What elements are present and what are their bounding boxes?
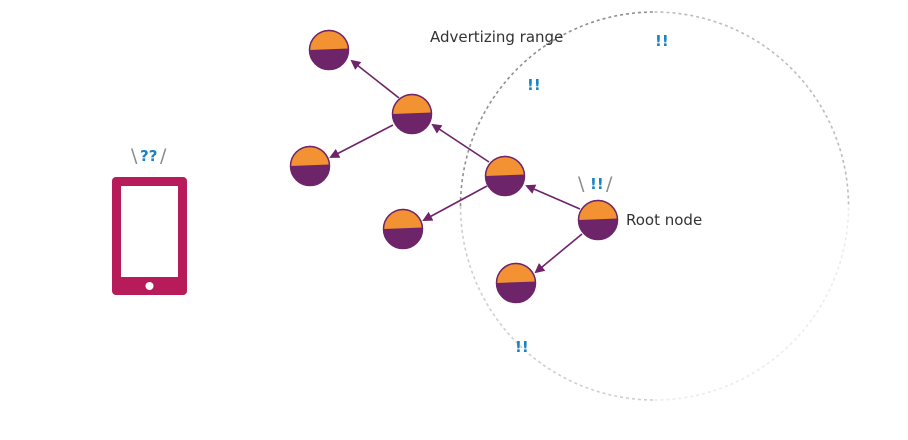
edges bbox=[329, 59, 583, 274]
smartphone-icon[interactable] bbox=[112, 177, 187, 295]
advertising-range-label: Advertizing range bbox=[430, 28, 563, 46]
edge-n4-to-n5 bbox=[329, 124, 394, 158]
root-signal-right-wave: / bbox=[606, 173, 613, 195]
root-node-label: Root node bbox=[626, 211, 702, 229]
mesh-node-icon[interactable] bbox=[308, 29, 350, 71]
phone-signal-right-wave: / bbox=[160, 145, 167, 167]
mesh-node-icon[interactable] bbox=[289, 145, 331, 187]
edge-n7-to-n6 bbox=[422, 185, 488, 221]
edge-n7-to-n4 bbox=[431, 123, 490, 163]
range-signal-mark-mid: !! bbox=[527, 76, 541, 94]
phone-signal-left-wave: \ bbox=[131, 145, 138, 167]
range-signal-mark-top: !! bbox=[655, 32, 669, 50]
mesh-node-icon[interactable] bbox=[484, 155, 526, 197]
edge-root-to-n8 bbox=[534, 233, 583, 274]
phone-signal-mark: ?? bbox=[140, 147, 157, 165]
edge-root-to-n7 bbox=[525, 184, 581, 210]
mesh-node-icon[interactable] bbox=[382, 208, 424, 250]
root-node-icon[interactable] bbox=[577, 199, 619, 241]
edge-n4-to-n1 bbox=[350, 59, 400, 99]
mesh-node-icon[interactable] bbox=[495, 262, 537, 304]
mesh-node-icon[interactable] bbox=[391, 93, 433, 135]
root-signal-mark: !! bbox=[590, 175, 604, 193]
root-signal-left-wave: \ bbox=[578, 173, 585, 195]
advertising-range-circle bbox=[459, 11, 850, 401]
range-signal-mark-bottom: !! bbox=[515, 338, 529, 356]
